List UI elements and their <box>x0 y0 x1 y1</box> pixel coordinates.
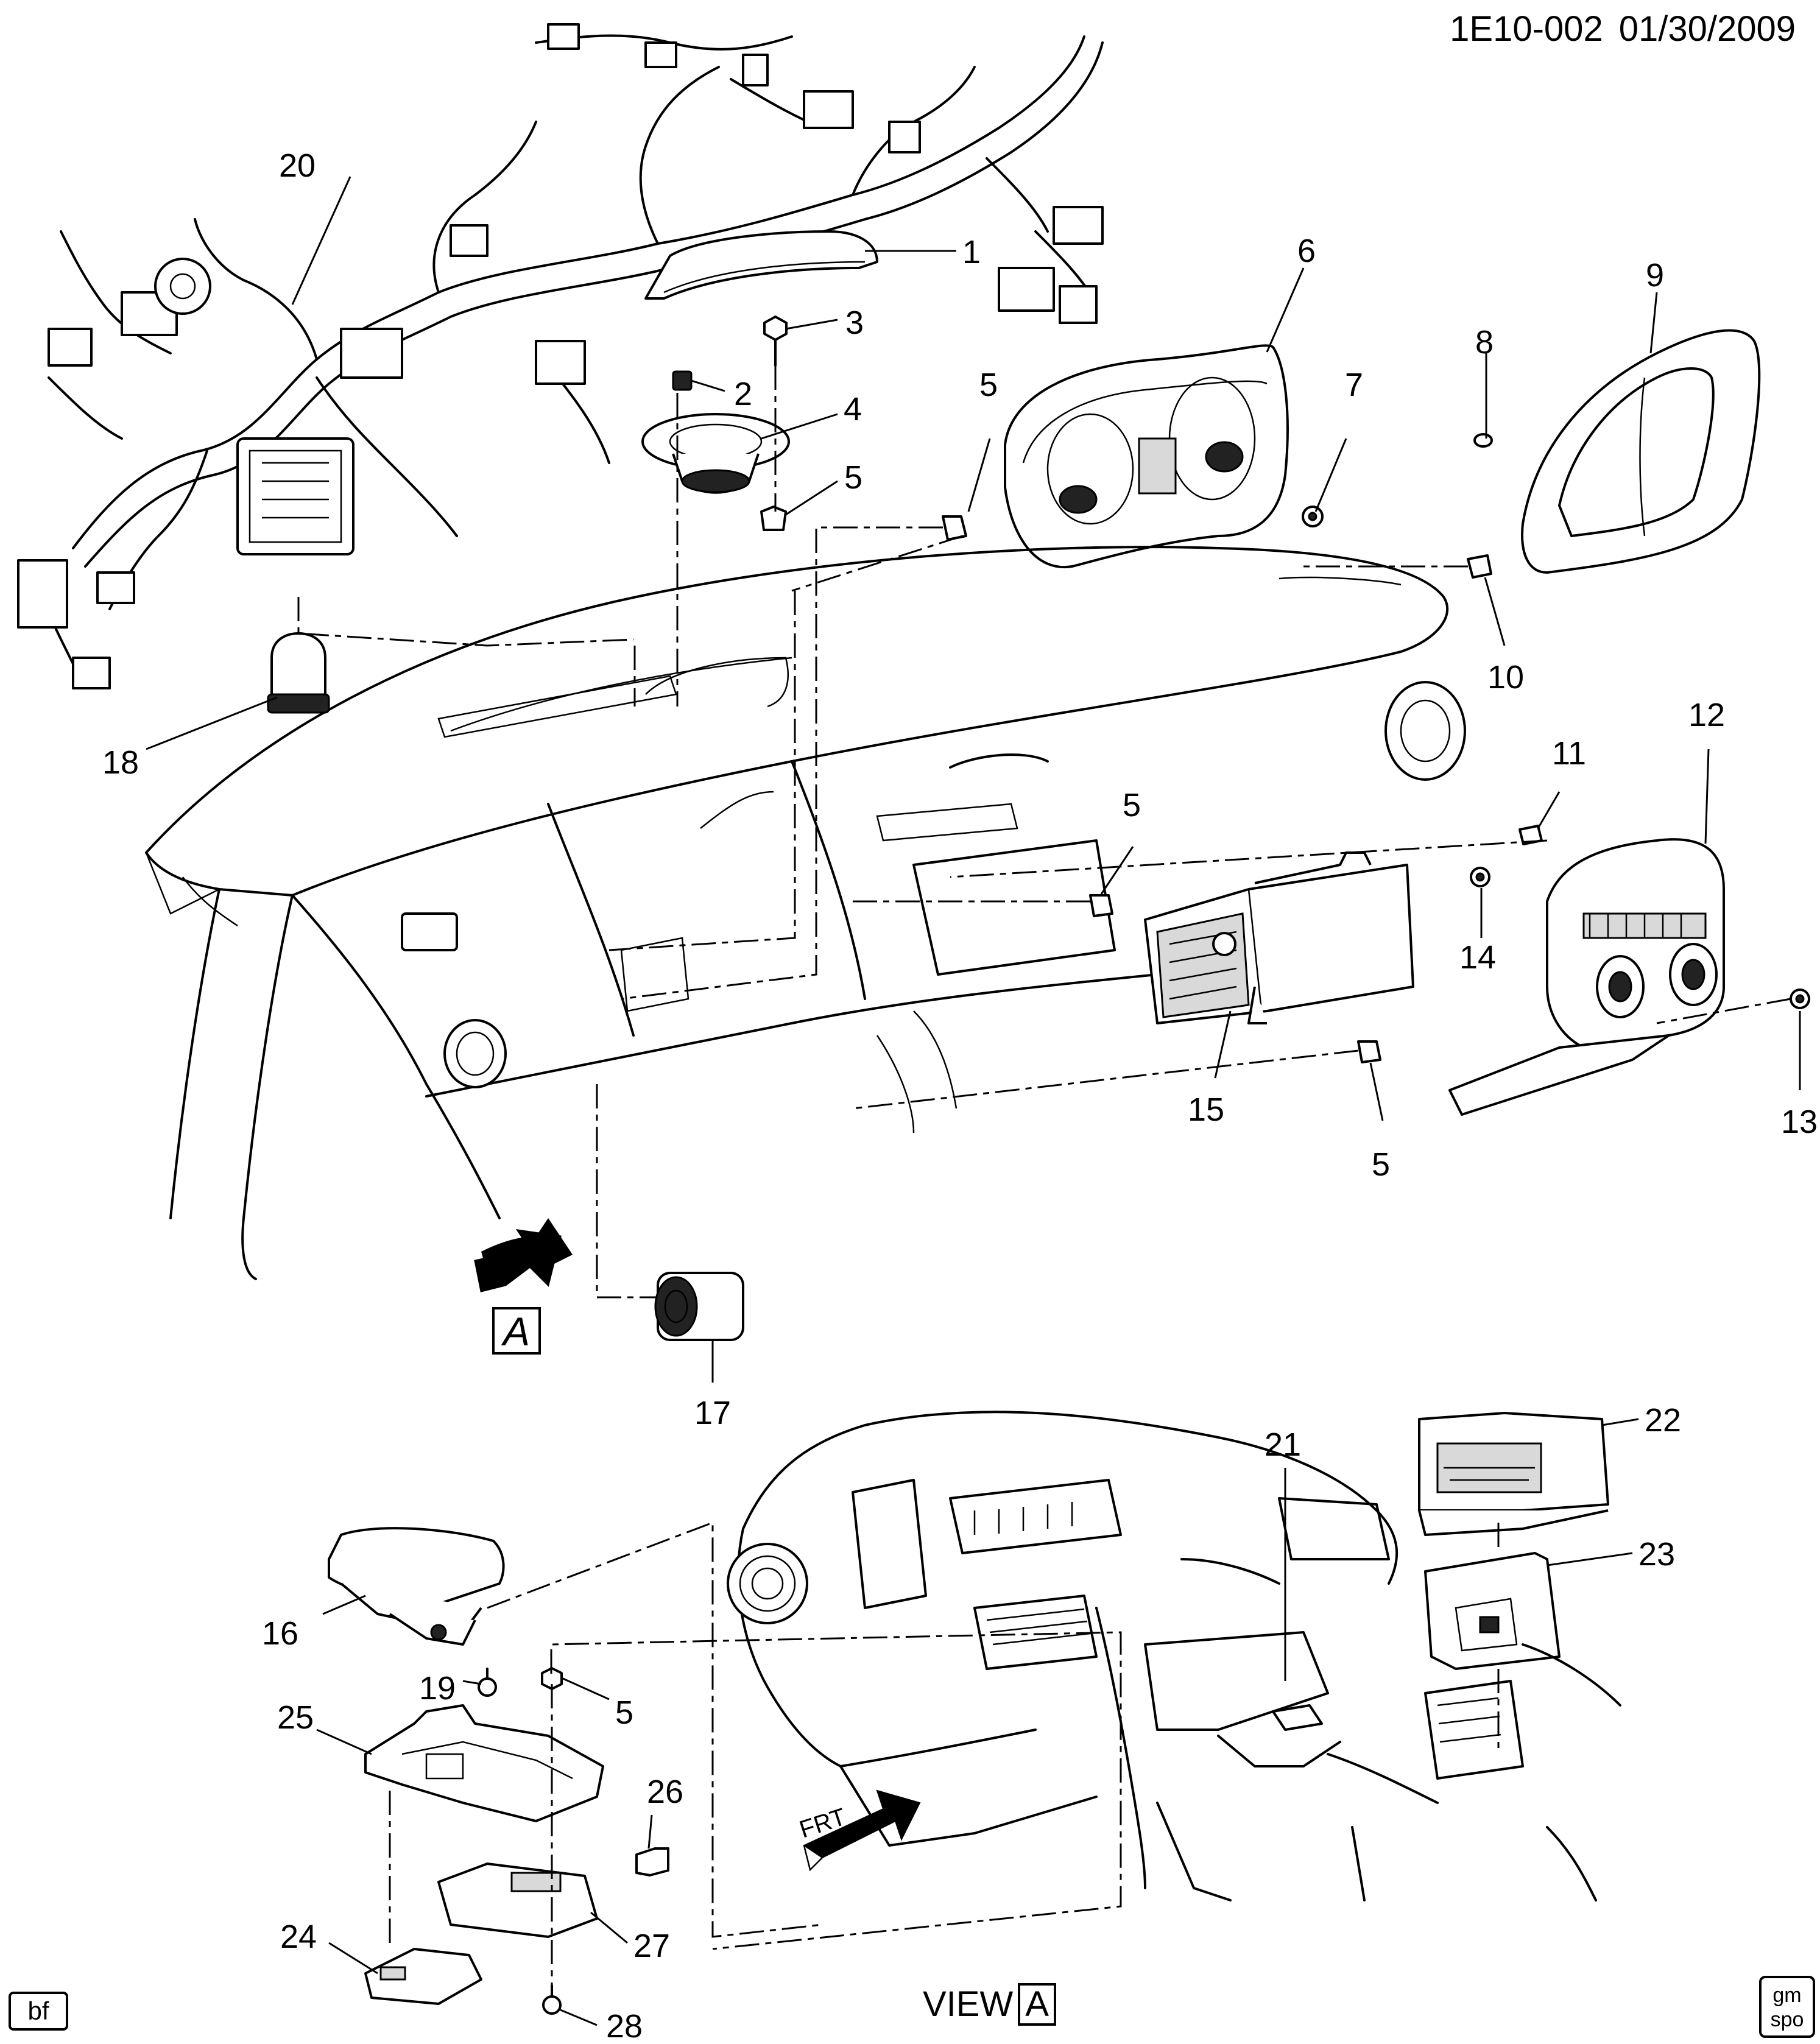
callout-5-radio-lower: 5 <box>1372 1146 1390 1183</box>
callout-11: 11 <box>1552 735 1586 772</box>
front-direction-arrow <box>802 1789 921 1872</box>
screw-14 <box>1470 867 1490 887</box>
view-caption-text: VIEW <box>923 1984 1014 2024</box>
screw-28 <box>542 1984 562 2015</box>
module-16 <box>328 1527 505 1646</box>
bracket-23 <box>1424 1552 1561 1670</box>
clip-5-radio-upper <box>1089 894 1113 917</box>
callout-10: 10 <box>1487 659 1524 696</box>
callout-3: 3 <box>845 305 864 341</box>
callout-6: 6 <box>1297 233 1316 269</box>
hvac-control-bezel <box>1448 838 1725 1116</box>
pin-8 <box>1473 433 1493 448</box>
callout-4: 4 <box>844 391 862 428</box>
screw-3 <box>763 315 788 367</box>
nut-5-top <box>760 506 787 531</box>
callout-24: 24 <box>280 1919 317 1955</box>
bulb-socket-18 <box>267 632 330 714</box>
callout-21: 21 <box>1264 1426 1301 1463</box>
callout-5-radio-upper: 5 <box>1123 787 1141 823</box>
clip-2 <box>672 370 693 391</box>
cluster-bezel <box>1521 329 1761 574</box>
callout-26: 26 <box>647 1774 683 1810</box>
screw-19 <box>478 1668 497 1697</box>
callout-19: 19 <box>419 1670 456 1707</box>
switch-17 <box>654 1272 744 1341</box>
leader-lines <box>146 176 1801 2026</box>
bracket-25 <box>364 1704 604 1822</box>
screw-7 <box>1302 506 1324 527</box>
clip-10 <box>1467 554 1492 579</box>
view-a-arrow-label: A <box>492 1307 541 1355</box>
callout-18: 18 <box>102 744 139 781</box>
diagram-date: 01/30/2009 <box>1618 9 1796 49</box>
module-24 <box>364 1948 482 2005</box>
callout-27: 27 <box>633 1928 670 1964</box>
callout-15: 15 <box>1188 1091 1224 1128</box>
callout-22: 22 <box>1645 1402 1681 1439</box>
diagram-header: 1E10-002 01/30/2009 <box>1434 9 1796 49</box>
callout-1: 1 <box>962 234 981 270</box>
callout-28: 28 <box>606 2008 643 2044</box>
instrument-panel <box>145 546 1466 1280</box>
callout-5-speaker: 5 <box>844 459 862 496</box>
module-22 <box>1418 1412 1609 1536</box>
callout-5-cluster: 5 <box>979 367 998 403</box>
callout-9: 9 <box>1646 257 1664 294</box>
connector-26 <box>635 1847 669 1877</box>
callout-12: 12 <box>1688 697 1725 733</box>
diagram-code: 1E10-002 <box>1450 9 1603 49</box>
module-27 <box>437 1863 598 1938</box>
callout-20: 20 <box>279 147 316 184</box>
callout-2: 2 <box>734 376 752 412</box>
clip-5-cluster <box>942 515 967 541</box>
callout-7: 7 <box>1345 367 1363 403</box>
wiring-harness <box>17 23 1104 689</box>
radio-receiver <box>1144 851 1414 1024</box>
clip-5-radio-lower <box>1357 1040 1381 1063</box>
screw-13 <box>1790 989 1810 1009</box>
callout-16: 16 <box>262 1615 298 1652</box>
corner-tag: bf <box>9 1992 68 2031</box>
callout-17: 17 <box>694 1395 731 1431</box>
callout-5-bottom: 5 <box>615 1694 633 1731</box>
view-a-structure <box>727 1411 1621 1901</box>
instrument-panel-speaker-cover <box>644 230 878 300</box>
view-caption-letter: A <box>1018 1983 1056 2026</box>
callout-13: 13 <box>1781 1104 1818 1140</box>
callout-8: 8 <box>1475 324 1494 361</box>
instrument-cluster <box>1004 344 1289 569</box>
view-a-arrow <box>474 1218 573 1292</box>
callout-23: 23 <box>1638 1536 1675 1573</box>
callout-25: 25 <box>277 1699 314 1736</box>
callout-labels: 1 2 3 4 5 5 5 5 5 6 7 8 9 10 11 12 13 14… <box>102 147 1818 2044</box>
speaker-4 <box>641 413 790 494</box>
gm-spo-logo: gm spo <box>1759 1976 1815 2038</box>
callout-14: 14 <box>1459 939 1496 976</box>
